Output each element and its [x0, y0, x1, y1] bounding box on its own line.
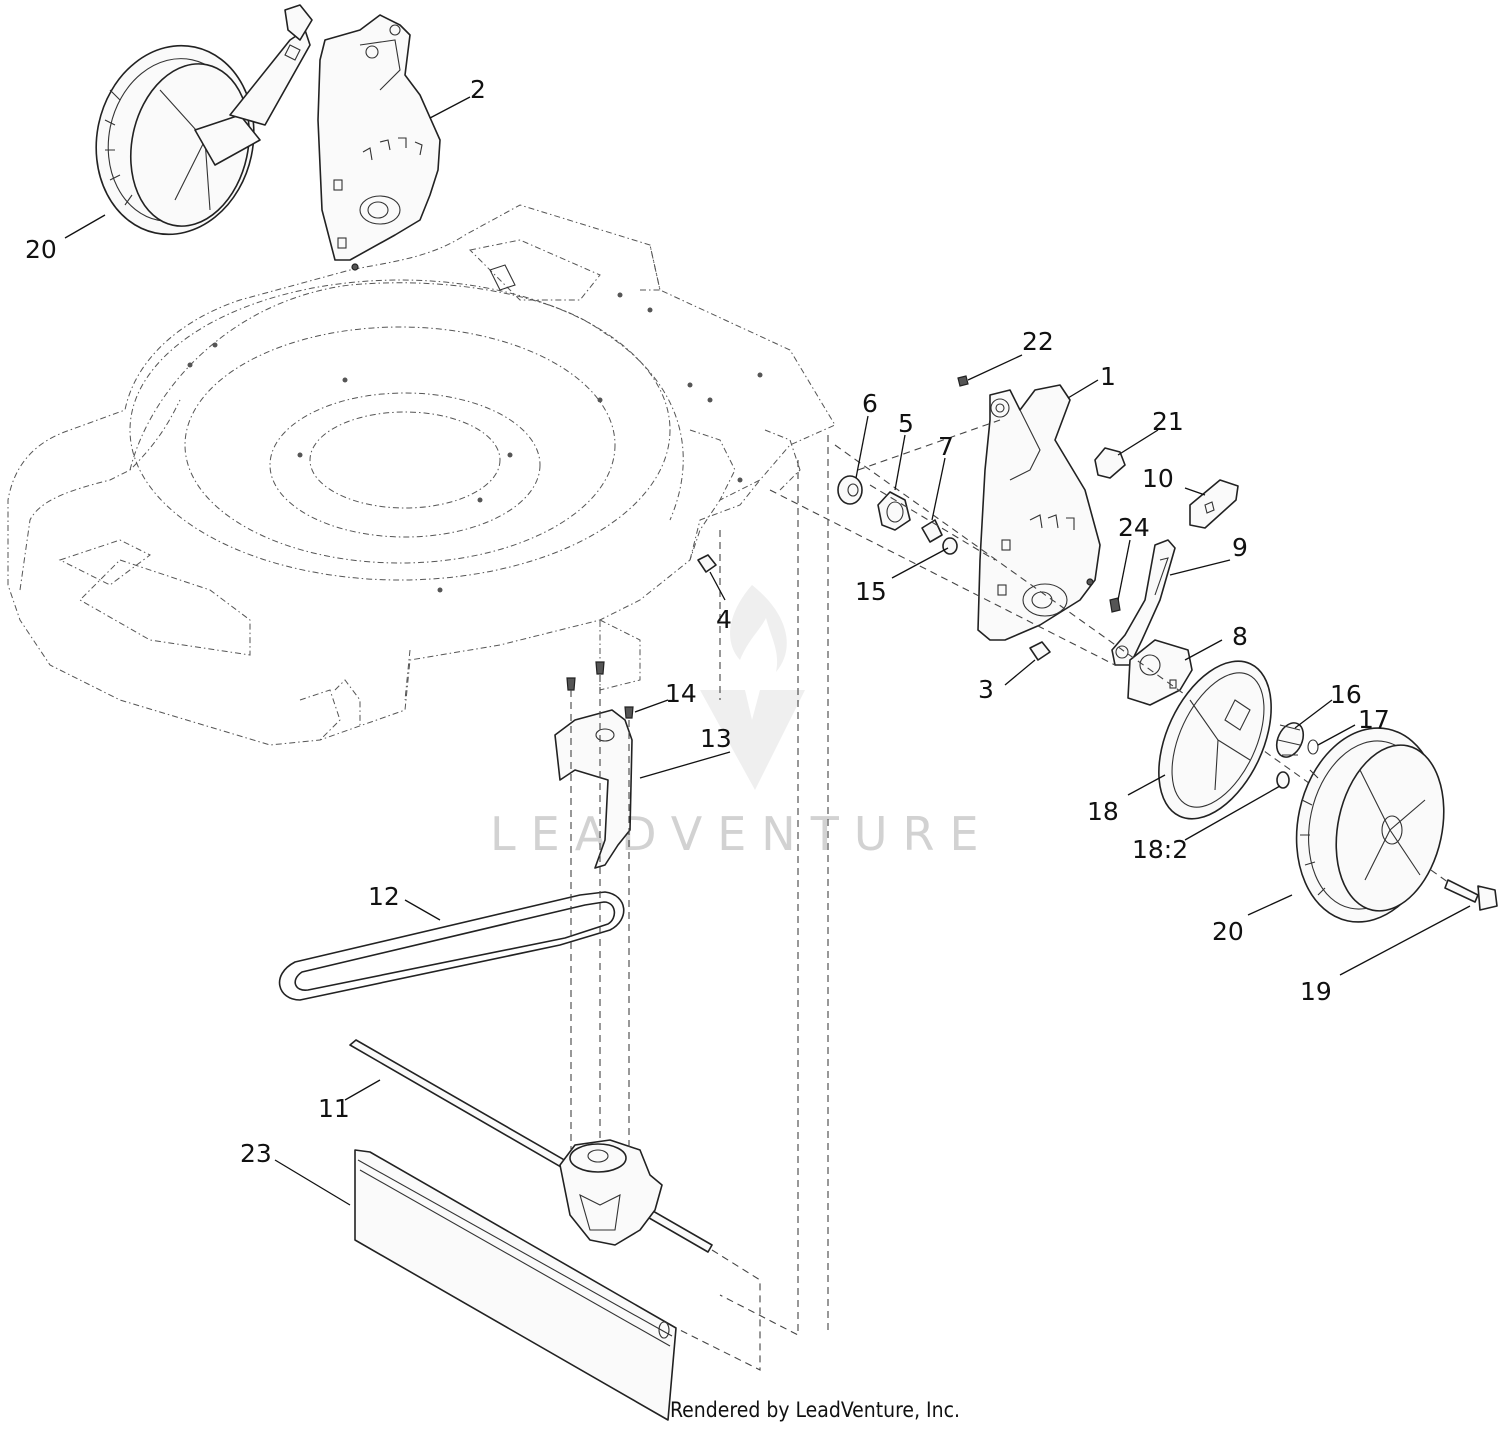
transmission — [559, 1139, 663, 1246]
render-credit: Rendered by LeadVenture, Inc. — [670, 1398, 960, 1422]
wheel-bolt-19 — [1444, 879, 1498, 911]
drive-belt-12 — [278, 891, 625, 1001]
callout-3: 3 — [978, 675, 994, 704]
left-height-adjuster-bracket — [317, 14, 441, 271]
washer-15 — [942, 537, 958, 555]
callout-1: 1 — [1100, 362, 1116, 391]
callout-18: 18 — [1087, 797, 1119, 826]
callout-2: 2 — [470, 75, 486, 104]
callout-8: 8 — [1232, 622, 1248, 651]
retaining-clip-17 — [1307, 739, 1319, 755]
callout-4: 4 — [716, 605, 732, 634]
spacer-7 — [921, 519, 943, 543]
leader-lines — [64, 96, 1471, 1206]
clip-21 — [1094, 447, 1126, 479]
belt-guard-bracket-13 — [554, 709, 633, 869]
callout-11: 11 — [318, 1094, 350, 1123]
callout-21: 21 — [1152, 407, 1184, 436]
callout-12: 12 — [368, 882, 400, 911]
callout-24: 24 — [1118, 513, 1150, 542]
assembly-lines-b — [675, 1249, 761, 1371]
callout-5: 5 — [898, 409, 914, 438]
bracket-centerlines — [857, 419, 1001, 561]
callout-18-2: 18:2 — [1132, 835, 1188, 864]
callout-20-right: 20 — [1212, 917, 1244, 946]
callout-6: 6 — [862, 389, 878, 418]
callout-20-left: 20 — [25, 235, 57, 264]
leadventure-watermark-logo — [700, 585, 805, 790]
knob-10 — [1189, 479, 1239, 529]
pinion-gear-16 — [1275, 722, 1305, 758]
callout-17: 17 — [1358, 705, 1390, 734]
bearing-5 — [877, 491, 911, 531]
callout-23: 23 — [240, 1139, 272, 1168]
watermark-text: LEADVENTURE — [490, 807, 994, 861]
bolt-3 — [1029, 641, 1051, 661]
drive-gear-disc-18 — [1158, 660, 1272, 820]
callout-14: 14 — [665, 679, 697, 708]
nut-4 — [697, 554, 717, 573]
callout-15: 15 — [855, 577, 887, 606]
axle-cover-23 — [354, 1149, 677, 1421]
left-wheel-assembly — [95, 4, 313, 236]
mower-deck — [7, 204, 836, 746]
screws-14 — [566, 661, 634, 719]
callout-16: 16 — [1330, 680, 1362, 709]
callout-labels: 1 2 3 4 5 6 7 8 9 10 11 12 13 14 15 16 1… — [25, 75, 1390, 1168]
callout-9: 9 — [1232, 533, 1248, 562]
assembly-lines — [719, 435, 829, 1336]
right-wheel-20 — [1295, 727, 1445, 923]
screw-24 — [1109, 597, 1121, 613]
callout-19: 19 — [1300, 977, 1332, 1006]
washer-18-2 — [1276, 771, 1290, 789]
bushing-6 — [837, 475, 863, 505]
callout-22: 22 — [1022, 327, 1054, 356]
screw-22 — [957, 375, 969, 387]
right-height-adjuster-bracket — [977, 384, 1101, 641]
callout-7: 7 — [938, 432, 954, 461]
callout-13: 13 — [700, 724, 732, 753]
callout-10: 10 — [1142, 464, 1174, 493]
